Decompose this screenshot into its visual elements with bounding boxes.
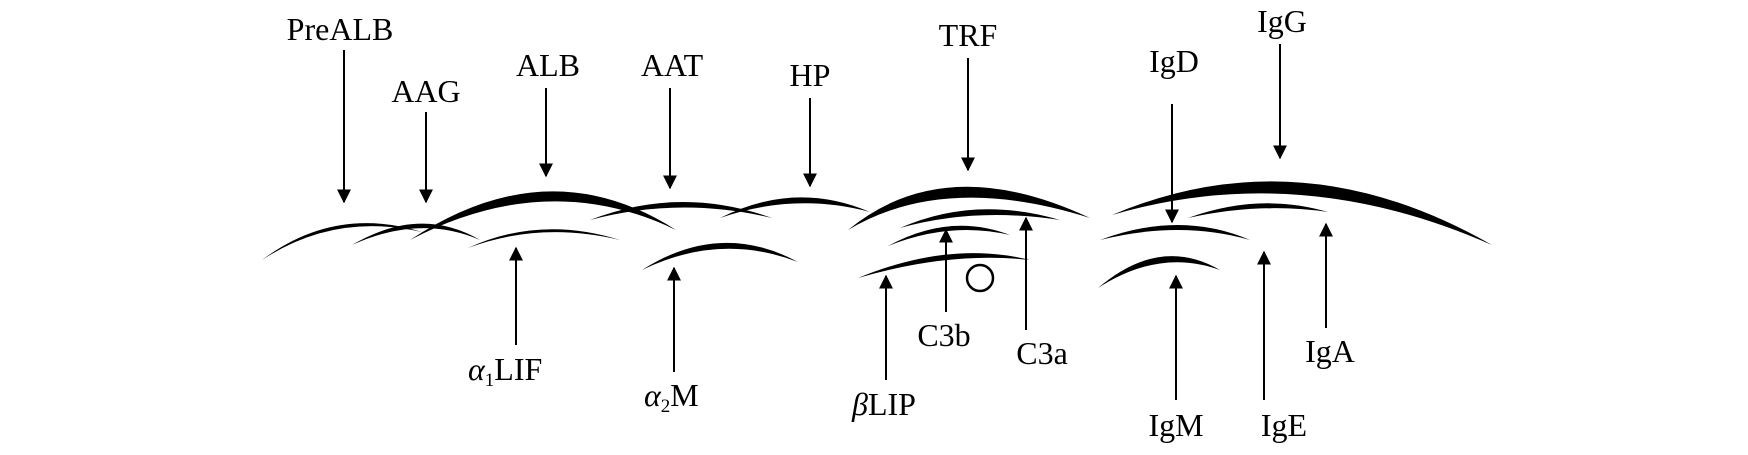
label-c3a: C3a [1016,335,1068,371]
label-a2m-greek: α [644,377,662,413]
arc-trf-inner [900,209,1060,228]
label-a2m-rest: M [670,377,698,413]
bottom-arrows [509,216,1333,400]
label-a2m: α2M [644,377,699,417]
label-prealb: PreALB [287,11,394,47]
precipitin-arcs [262,181,1492,288]
label-blip-rest: LIP [868,386,916,422]
label-blip: βLIP [851,386,916,422]
label-a1lif-rest: LIF [494,351,542,387]
arc-blip [858,253,1030,278]
ring-marker [965,263,995,293]
bottom-labels: α1LIF α2M βLIP C3b C3a IgM IgE IgA [468,317,1355,443]
label-igd: IgD [1149,43,1199,79]
label-a1lif: α1LIF [468,351,542,391]
top-arrows [337,44,1287,224]
label-blip-greek: β [851,386,868,422]
label-igm: IgM [1148,407,1203,443]
label-aat: AAT [641,47,704,83]
arc-hp [720,197,870,218]
label-a1lif-greek: α [468,351,486,387]
arc-alb [410,191,676,240]
label-igg: IgG [1257,3,1307,39]
arc-aat [590,201,772,220]
label-aag: AAG [391,73,460,109]
arc-trf [848,186,1090,230]
label-a1lif-sub: 1 [485,370,495,391]
label-c3b: C3b [917,317,970,353]
arc-c3b [888,225,1010,246]
label-ige: IgE [1261,407,1307,443]
label-hp: HP [790,57,831,93]
arc-iga [1188,203,1328,218]
label-a2m-sub: 2 [661,396,671,417]
arc-a1lif [468,229,620,248]
arc-aag [352,223,480,245]
top-labels: PreALB AAG ALB AAT HP TRF IgD IgG [287,3,1307,109]
label-iga: IgA [1305,333,1355,369]
arc-prealb [262,223,422,260]
label-trf: TRF [939,17,998,53]
label-alb: ALB [516,47,580,83]
arc-a2m [642,242,798,270]
arc-igg [1112,181,1492,245]
arc-igd [1100,225,1250,240]
arc-igm [1098,256,1220,288]
